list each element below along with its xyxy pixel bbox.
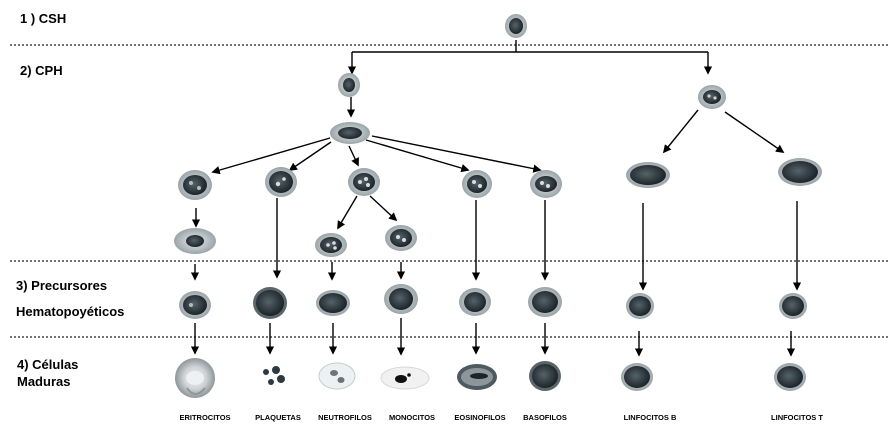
precursor-myeloblast	[316, 290, 350, 316]
mature-neutrophil	[318, 362, 356, 390]
cell-lymphoid-t-progenitor	[778, 158, 822, 186]
precursor-lymphoblast-b	[626, 293, 654, 319]
cell-megakaryocyte-progenitor	[265, 167, 297, 197]
connectors	[190, 40, 802, 357]
label-linfocitos-t: LINFOCITOS T	[771, 413, 823, 422]
label-linfocitos-b: LINFOCITOS B	[623, 413, 677, 422]
label-eosinofilos: EOSINOFILOS	[454, 413, 506, 422]
precursor-monoblast	[384, 284, 418, 314]
label-neutrofilos: NEUTROFILOS	[318, 413, 372, 422]
cell-lymphoid-b-progenitor	[626, 162, 670, 188]
stage-label-csh: 1 ) CSH	[20, 11, 67, 26]
cell-monocyte-progenitor	[385, 225, 417, 251]
stage-label-celulas: 4) Células	[17, 357, 79, 372]
cells	[174, 14, 822, 398]
stage-label-hematopoyeticos: Hematopoyéticos	[16, 304, 125, 319]
stem-cell-csh	[505, 14, 527, 38]
cell-granulo-monocytic-progenitor	[348, 168, 380, 196]
precursor-erythroid	[179, 291, 211, 319]
stage-label-cph: 2) CPH	[20, 63, 63, 78]
stage-label-maduras: Maduras	[17, 374, 71, 389]
stage-label-precursores: 3) Precursores	[16, 278, 108, 293]
cell-neutrophil-progenitor	[315, 233, 347, 257]
precursor-lymphoblast-t	[779, 293, 807, 319]
myeloid-common-cell	[330, 122, 370, 144]
cell-basophil-progenitor	[530, 170, 562, 198]
mature-basophil	[529, 361, 561, 391]
progenitor-cell-lymphoid	[698, 85, 726, 109]
label-basofilos: BASOFILOS	[523, 413, 567, 422]
stage-dividers	[10, 44, 889, 338]
cell-eosinophil-progenitor	[462, 170, 492, 198]
mature-erythrocyte	[175, 358, 215, 398]
mature-lymphocyte-t	[774, 363, 806, 391]
cell-erythroid-progenitor	[178, 170, 212, 200]
label-eritrocitos: ERITROCITOS	[179, 413, 231, 422]
mature-eosinophil	[457, 364, 497, 390]
precursor-megakaryoblast	[253, 287, 287, 319]
label-monocitos: MONOCITOS	[388, 413, 436, 422]
cell-proerythroblast	[174, 228, 216, 254]
precursor-basoblast	[528, 287, 562, 317]
label-plaquetas: PLAQUETAS	[255, 413, 301, 422]
progenitor-cell-myeloid	[338, 73, 360, 97]
mature-platelets	[263, 366, 285, 385]
mature-lymphocyte-b	[621, 363, 653, 391]
mature-monocyte	[380, 366, 430, 390]
precursor-eosinoblast	[459, 288, 491, 316]
